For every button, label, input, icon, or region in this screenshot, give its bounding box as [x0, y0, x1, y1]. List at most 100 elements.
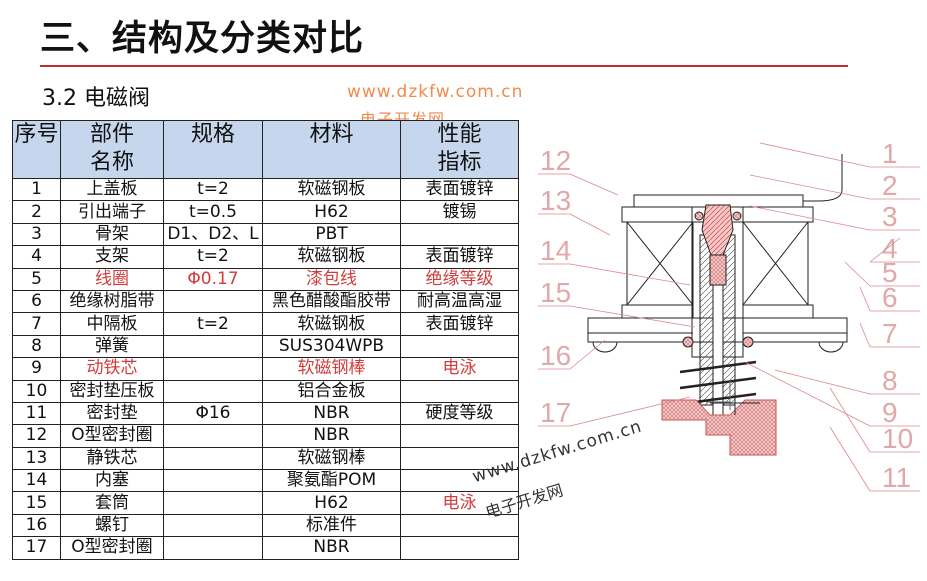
o-ring-left [682, 336, 694, 348]
cell-name: 螺钉 [60, 513, 164, 538]
cell-material: 软磁钢棒 [262, 446, 401, 471]
screw-right [818, 341, 844, 353]
cell-name: 静铁芯 [60, 446, 164, 471]
cell-no: 12 [12, 424, 61, 448]
part-label: 13 [540, 185, 571, 216]
cell-material: 软磁钢板 [262, 245, 401, 269]
cell-name: 弹簧 [60, 334, 164, 359]
leader-line [859, 286, 871, 312]
cell-perf: 硬度等级 [400, 401, 519, 426]
leader-line [844, 261, 871, 287]
cell-material: NBR [262, 401, 401, 426]
cell-perf [400, 379, 519, 403]
cell-material: 铝合金板 [262, 379, 401, 403]
cell-name: 骨架 [60, 222, 164, 247]
cell-name: 中隔板 [60, 312, 164, 336]
cell-perf [400, 222, 519, 247]
cell-no: 5 [12, 267, 61, 291]
part-label: 15 [540, 277, 571, 308]
cell-spec [163, 289, 263, 314]
cell-material: PBT [262, 222, 401, 247]
cell-perf [400, 334, 519, 359]
cell-spec [163, 379, 263, 403]
leader-line [774, 369, 871, 395]
cell-name: 线圈 [60, 267, 164, 291]
part-label: 11 [882, 462, 911, 493]
cell-spec: Φ16 [163, 401, 263, 426]
terminal-lead [803, 154, 843, 202]
cell-spec: t=2 [163, 312, 263, 336]
cell-no: 3 [12, 222, 61, 247]
leader-line [569, 173, 619, 196]
cell-spec [163, 424, 263, 448]
leader-line [759, 142, 871, 168]
inner-plug [709, 254, 727, 286]
o-ring-right [742, 336, 754, 348]
cell-material: 黑色醋酸酯胶带 [262, 289, 401, 314]
cell-name: 上盖板 [60, 177, 164, 202]
section-subtitle: 3.2 电磁阀 [42, 86, 150, 111]
column-header: 序号 [12, 120, 61, 179]
watermark-url: www.dzkfw.com.cn [347, 82, 524, 102]
cell-material: H62 [262, 200, 401, 224]
cell-spec: t=0.5 [163, 200, 263, 224]
cell-perf: 镀锡 [400, 200, 519, 224]
cell-material: 漆包线 [262, 267, 401, 291]
cell-spec [163, 513, 263, 538]
part-label: 5 [882, 257, 898, 288]
cell-material: NBR [262, 424, 401, 448]
cell-spec [163, 536, 263, 560]
part-label: 16 [540, 340, 571, 371]
column-header: 规格 [163, 120, 263, 179]
cell-name: 套筒 [60, 491, 164, 515]
part-label: 8 [882, 365, 898, 396]
cell-no: 1 [12, 177, 61, 202]
leader-line [869, 237, 901, 263]
part-label: 6 [882, 282, 898, 313]
cell-name: 密封垫 [60, 401, 164, 426]
cell-spec: Φ0.17 [163, 267, 263, 291]
cell-spec [163, 491, 263, 515]
cell-no: 13 [12, 446, 61, 471]
column-header: 部件 名称 [60, 120, 164, 179]
cell-name: 支架 [60, 245, 164, 269]
column-header: 性能 指标 [400, 120, 519, 179]
part-label: 3 [882, 201, 898, 232]
cell-perf [400, 469, 519, 493]
leader-line [829, 387, 871, 453]
cell-spec: D1、D2、L [163, 222, 263, 247]
cell-perf: 表面镀锌 [400, 177, 519, 202]
cell-name: 动铁芯 [60, 357, 164, 381]
cell-name: 引出端子 [60, 200, 164, 224]
cell-perf: 电泳 [400, 357, 519, 381]
screw-left [592, 341, 618, 353]
cell-no: 8 [12, 334, 61, 359]
part-label: 4 [882, 233, 898, 264]
cell-material: 软磁钢板 [262, 312, 401, 336]
cell-material: SUS304WPB [262, 334, 401, 359]
cell-perf [400, 446, 519, 471]
cell-material: 软磁钢棒 [262, 357, 401, 381]
cell-spec [163, 446, 263, 471]
cell-no: 15 [12, 491, 61, 515]
cell-material: 标准件 [262, 513, 401, 538]
leader-line [569, 263, 691, 286]
cell-perf [400, 424, 519, 448]
cell-no: 16 [12, 513, 61, 538]
cell-no: 17 [12, 536, 61, 560]
cell-material: H62 [262, 491, 401, 515]
cell-no: 2 [12, 200, 61, 224]
cell-no: 14 [12, 469, 61, 493]
cell-name: 密封垫压板 [60, 379, 164, 403]
